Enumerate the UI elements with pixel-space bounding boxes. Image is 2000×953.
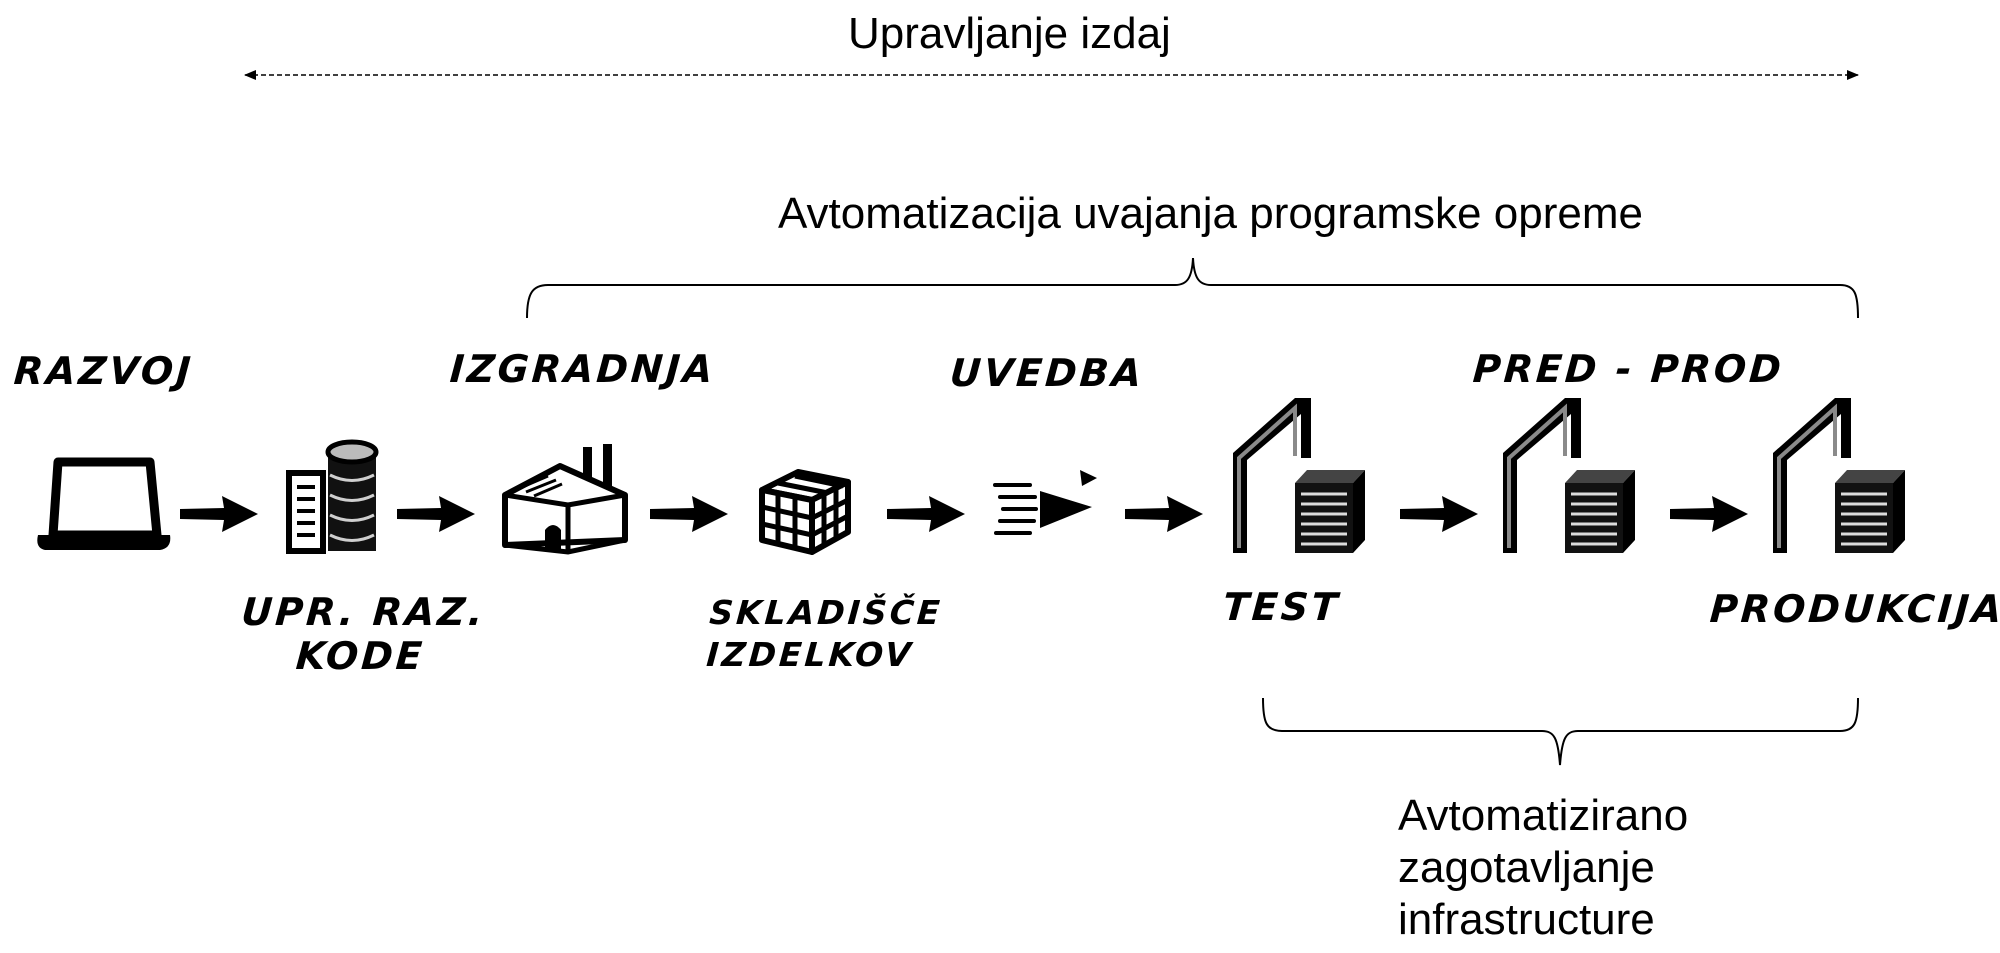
infrastructure-label-line-2: zagotavljanje: [1398, 843, 1655, 892]
stage-label-pred-prod: PRED - PROD: [1471, 347, 1786, 391]
infrastructure-label: Avtomatizirano zagotavljanje infrastruct…: [1398, 790, 1688, 946]
infrastructure-brace: [1262, 697, 1859, 766]
stage-label-upr-raz-kode: UPR. RAZ. KODE: [237, 590, 487, 678]
stage-label-skladisce-line-1: SKLADIŠČE: [708, 593, 944, 632]
stage-label-test: TEST: [1221, 585, 1342, 629]
package-icon: [759, 469, 851, 555]
flow-arrow-6: [1400, 496, 1478, 532]
flow-arrow-1: [180, 496, 258, 532]
flow-arrow-4: [887, 496, 965, 532]
infrastructure-label-line-1: Avtomatizirano: [1398, 791, 1689, 840]
stage-label-izgradnja: IZGRADNJA: [448, 347, 717, 391]
server-gate-icon-test: [1231, 396, 1367, 555]
automation-brace: [526, 257, 1859, 319]
laptop-icon: [37, 457, 171, 550]
flow-arrow-5: [1125, 496, 1203, 532]
stage-label-uvedba: UVEDBA: [948, 351, 1146, 395]
stage-label-upr-raz-kode-line-1: UPR. RAZ.: [240, 590, 488, 634]
stage-label-upr-raz-kode-line-2: KODE: [294, 634, 427, 678]
flow-arrow-3: [650, 496, 728, 532]
stage-label-skladisce: SKLADIŠČE IZDELKOV: [705, 592, 944, 676]
rocket-icon: [993, 470, 1097, 535]
infrastructure-label-line-3: infrastructure: [1398, 895, 1655, 944]
deployment-automation-label: Avtomatizacija uvajanja programske oprem…: [778, 189, 1643, 238]
factory-icon: [502, 444, 628, 555]
server-gate-icon-preprod: [1501, 396, 1637, 555]
release-management-label: Upravljanje izdaj: [848, 9, 1171, 58]
stage-label-produkcija: PRODUKCIJA: [1708, 587, 2000, 631]
flow-arrow-7: [1670, 496, 1748, 532]
server-gate-icon-production: [1771, 396, 1907, 555]
database-icon: [286, 439, 379, 554]
stage-label-razvoj: RAZVOJ: [12, 349, 195, 393]
flow-arrow-2: [397, 496, 475, 532]
stage-label-skladisce-line-2: IZDELKOV: [705, 635, 915, 674]
